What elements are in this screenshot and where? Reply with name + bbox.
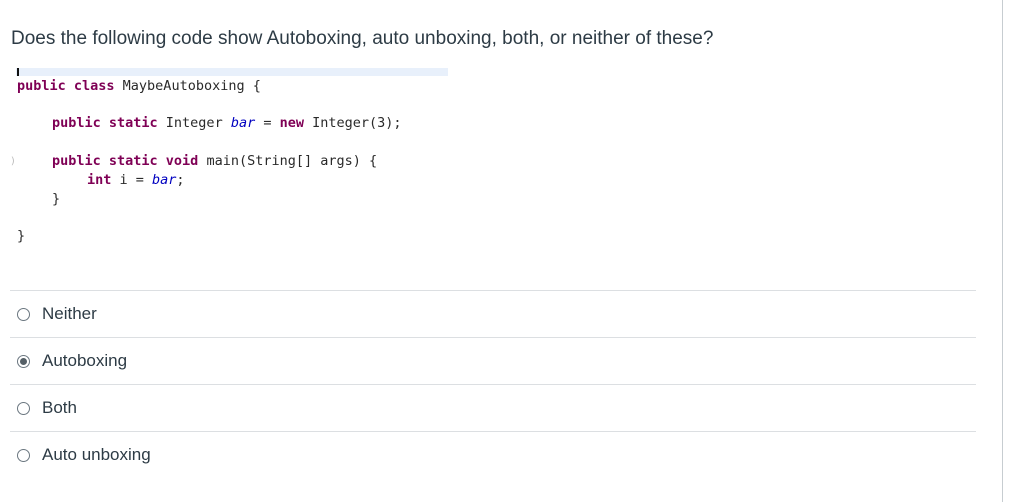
answer-option-auto-unboxing[interactable]: Auto unboxing	[10, 431, 976, 478]
code-line-class-decl: public class MaybeAutoboxing {	[17, 78, 261, 94]
code-text: ;	[176, 172, 185, 188]
answer-option-neither[interactable]: Neither	[10, 290, 976, 337]
code-text: Integer(3);	[312, 115, 402, 131]
question-text: Does the following code show Autoboxing,…	[11, 28, 714, 49]
radio-button-selected[interactable]	[17, 354, 30, 368]
code-line-close-class: }	[17, 228, 26, 244]
code-field: bar	[152, 172, 177, 188]
code-image: ) public class MaybeAutoboxing { public …	[10, 64, 450, 254]
answer-label: Both	[42, 398, 77, 417]
answer-label: Autoboxing	[42, 351, 128, 370]
code-text: =	[255, 115, 280, 131]
answer-label: Auto unboxing	[42, 445, 151, 464]
code-text: MaybeAutoboxing {	[122, 78, 261, 94]
code-text: i =	[119, 172, 153, 188]
radio-button[interactable]	[17, 448, 30, 462]
radio-button[interactable]	[17, 401, 30, 415]
code-line-main-decl: public static void main(String[] args) {	[52, 153, 377, 169]
code-text: Integer	[165, 115, 231, 131]
radio-button[interactable]	[17, 307, 30, 321]
code-field: bar	[230, 115, 256, 131]
panel-right-border	[1002, 0, 1003, 502]
gutter-marker: )	[10, 156, 17, 167]
code-keyword: int	[87, 172, 120, 188]
code-keyword: public static	[52, 115, 166, 131]
code-line-close-main: }	[52, 191, 61, 207]
code-keyword: new	[279, 115, 313, 131]
code-keyword: public class	[17, 78, 123, 94]
current-line-highlight	[16, 68, 448, 76]
text-caret	[17, 68, 19, 76]
answer-options: Neither Autoboxing Both Auto unboxing	[10, 290, 976, 478]
code-text: main(String[] args) {	[206, 153, 378, 169]
answer-option-autoboxing[interactable]: Autoboxing	[10, 337, 976, 384]
answer-option-both[interactable]: Both	[10, 384, 976, 431]
answer-label: Neither	[42, 304, 97, 323]
code-line-assign: int i = bar;	[87, 172, 185, 188]
code-keyword: public static void	[52, 153, 207, 169]
code-line-field: public static Integer bar = new Integer(…	[52, 115, 402, 131]
